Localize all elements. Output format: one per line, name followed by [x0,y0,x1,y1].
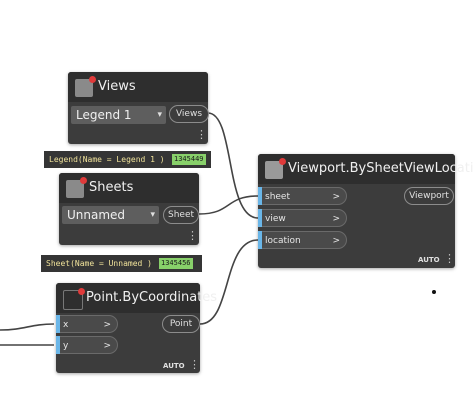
lacing-auto-label[interactable]: AUTO [163,362,185,370]
viewport-create-icon [265,158,286,179]
input-port-sheet[interactable]: sheet > [258,187,347,205]
revit-views-icon [75,76,96,97]
viewport-node-header[interactable] [258,154,455,184]
port-arrow-icon: > [332,192,340,202]
sheets-node-title: Sheets [89,180,134,195]
wire-views-to-view [207,112,259,219]
wire-point-to-location [199,239,259,325]
viewport-node[interactable]: Viewport.BySheetViewLocation sheet > vie… [258,154,474,268]
input-port-y-label: y [63,341,69,351]
node-menu-icon[interactable]: ⋮ [196,128,207,141]
views-node[interactable]: Views Legend 1 ▾ Views ⋮ [68,72,209,144]
chevron-down-icon: ▾ [150,210,155,220]
port-marker [258,231,262,249]
point-output-port-label: Point [169,319,193,329]
point-icon [63,288,85,310]
sheets-watch-preview: Sheet(Name = Unnamed ) 1345456 [41,255,202,272]
views-dropdown-value: Legend 1 [76,108,132,122]
chevron-down-icon: ▾ [157,110,162,120]
sheets-dropdown[interactable]: Unnamed ▾ [62,206,159,224]
views-watch-id: 1345449 [172,154,206,165]
views-output-port-label: Views [175,109,203,119]
point-output-port[interactable]: Point [162,315,200,333]
port-marker [56,336,60,354]
port-arrow-icon: > [103,341,111,351]
point-node-title: Point.ByCoordinates [86,290,218,305]
point-node[interactable]: Point.ByCoordinates x > y > Point AUTO ⋮ [56,283,217,373]
sheets-dropdown-value: Unnamed [67,208,126,222]
input-port-view-label: view [265,214,286,224]
views-node-title: Views [98,79,136,94]
lacing-auto-label[interactable]: AUTO [418,256,440,264]
wire-sheet-to-sheet [198,195,259,215]
viewport-output-port-label: Viewport [409,191,449,201]
input-port-location[interactable]: location > [258,231,347,249]
port-arrow-icon: > [332,214,340,224]
sheets-output-port-label: Sheet [167,210,195,220]
input-port-sheet-label: sheet [265,192,290,202]
sheets-watch-text: Sheet(Name = Unnamed ) [46,259,152,268]
port-arrow-icon: > [332,236,340,246]
input-port-location-label: location [265,236,301,246]
sheets-output-port[interactable]: Sheet [163,206,199,224]
canvas-dot [432,290,436,294]
viewport-node-title: Viewport.BySheetViewLocation [288,161,474,176]
input-port-x[interactable]: x > [56,315,118,333]
views-watch-preview: Legend(Name = Legend 1 ) 1345449 [44,151,211,168]
node-menu-icon[interactable]: ⋮ [187,229,198,242]
views-dropdown[interactable]: Legend 1 ▾ [71,106,166,124]
port-marker [258,209,262,227]
views-watch-text: Legend(Name = Legend 1 ) [49,155,165,164]
sheets-watch-id: 1345456 [159,258,193,269]
revit-sheets-icon [66,177,87,198]
port-marker [258,187,262,205]
wire-incoming-x [0,323,55,331]
node-menu-icon[interactable]: ⋮ [444,252,455,265]
viewport-output-port[interactable]: Viewport [404,187,454,205]
input-port-x-label: x [63,320,69,330]
port-marker [56,315,60,333]
port-arrow-icon: > [103,320,111,330]
input-port-view[interactable]: view > [258,209,347,227]
node-menu-icon[interactable]: ⋮ [189,358,200,371]
sheets-node[interactable]: Sheets Unnamed ▾ Sheet ⋮ [59,173,199,245]
input-port-y[interactable]: y > [56,336,118,354]
views-output-port[interactable]: Views [169,105,209,123]
